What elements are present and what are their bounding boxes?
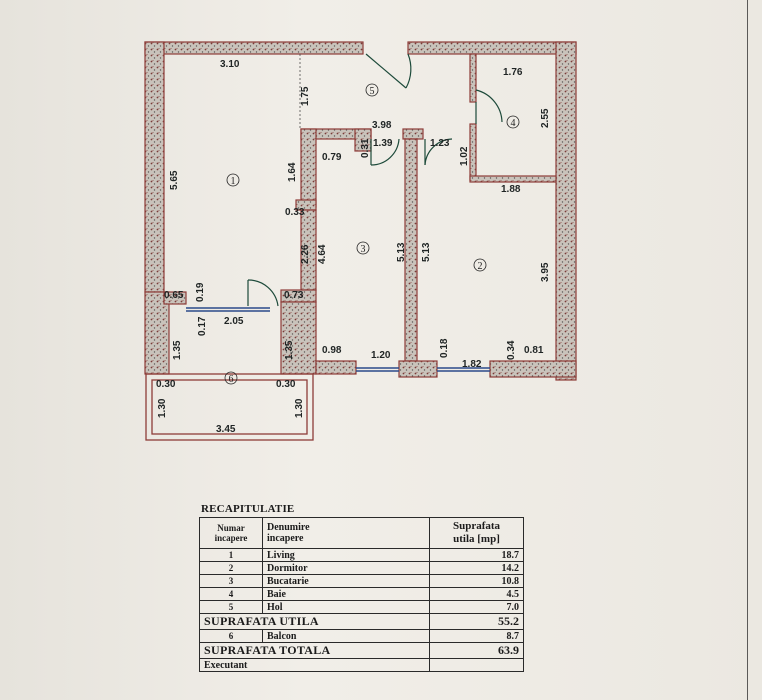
dimension-labels: 3.10 5.65 1.75 3.98 0.79 0.31 1.39 1.23 … xyxy=(156,59,551,435)
dim-label: 5.65 xyxy=(169,170,180,190)
dim-label: 5.13 xyxy=(421,242,432,262)
dim-label: 0.98 xyxy=(322,345,342,356)
room-number: 1 xyxy=(199,548,263,562)
room-name: Living xyxy=(262,548,430,562)
useful-area-row: SUPRAFATA UTILA 55.2 xyxy=(199,613,524,630)
dim-label: 4.64 xyxy=(317,244,328,264)
dim-label: 2.55 xyxy=(540,108,551,128)
dim-label: 1.64 xyxy=(287,162,298,182)
header-text: Suprafata xyxy=(452,520,501,532)
dim-label: 0.18 xyxy=(439,338,450,358)
dim-label: 0.79 xyxy=(322,152,342,163)
dim-label: 0.81 xyxy=(524,345,544,356)
room-area: 10.8 xyxy=(429,574,524,588)
room-name: Dormitor xyxy=(262,561,430,575)
room-number: 2 xyxy=(199,561,263,575)
room-area: 18.7 xyxy=(429,548,524,562)
room-number: 6 xyxy=(199,629,263,643)
dim-label: 3.10 xyxy=(220,59,240,70)
room-area: 8.7 xyxy=(429,629,524,643)
header-room-number: Numar incapere xyxy=(199,517,263,549)
room-area: 14.2 xyxy=(429,561,524,575)
table-row: 5 Hol 7.0 xyxy=(199,600,524,614)
dim-label: 0.17 xyxy=(197,316,208,336)
dim-label: 0.34 xyxy=(506,340,517,360)
dim-label: 0.30 xyxy=(276,379,296,390)
room-marker-3: 3 xyxy=(361,244,366,255)
room-number: 4 xyxy=(199,587,263,601)
room-name: Balcon xyxy=(262,629,430,643)
dim-label: 1.30 xyxy=(294,398,305,418)
total-area-value: 63.9 xyxy=(429,642,524,659)
useful-area-label: SUPRAFATA UTILA xyxy=(199,613,430,630)
executant-row: Executant xyxy=(199,658,524,672)
total-area-row: SUPRAFATA TOTALA 63.9 xyxy=(199,642,524,659)
dim-label: 1.88 xyxy=(501,184,521,195)
room-markers xyxy=(224,83,520,385)
room-area: 7.0 xyxy=(429,600,524,614)
dim-label: 1.35 xyxy=(284,340,295,360)
header-text: Denumire xyxy=(267,522,310,533)
dim-label: 0.33 xyxy=(285,207,305,218)
dim-label: 0.19 xyxy=(195,282,206,302)
executant-value xyxy=(429,658,524,672)
dim-label: 3.98 xyxy=(372,120,392,131)
recap-header-row: Numar incapere Denumire incapere Suprafa… xyxy=(199,517,524,549)
dim-label: 2.26 xyxy=(300,244,311,264)
dim-label: 1.35 xyxy=(172,340,183,360)
room-number: 5 xyxy=(199,600,263,614)
dim-label: 1.82 xyxy=(462,359,482,370)
recap-table: Numar incapere Denumire incapere Suprafa… xyxy=(199,517,524,672)
room-name: Bucatarie xyxy=(262,574,430,588)
table-row: 2 Dormitor 14.2 xyxy=(199,561,524,575)
dim-label: 0.31 xyxy=(360,138,371,158)
dim-label: 0.65 xyxy=(164,290,184,301)
room-area: 4.5 xyxy=(429,587,524,601)
dim-label: 1.02 xyxy=(459,146,470,166)
room-marker-5: 5 xyxy=(370,86,375,97)
table-row: 4 Baie 4.5 xyxy=(199,587,524,601)
executant-label: Executant xyxy=(199,658,430,672)
dim-label: 1.76 xyxy=(503,67,523,78)
useful-area-value: 55.2 xyxy=(429,613,524,630)
dim-label: 0.73 xyxy=(284,290,304,301)
dim-label: 0.30 xyxy=(156,379,176,390)
floor-plan: 1 2 3 4 5 6 3.10 5.65 1.75 3.98 0.79 0.3… xyxy=(144,41,577,441)
header-text: Numar xyxy=(217,523,245,533)
room-marker-6: 6 xyxy=(229,374,234,385)
total-area-label: SUPRAFATA TOTALA xyxy=(199,642,430,659)
windows xyxy=(186,307,490,372)
dim-label: 1.39 xyxy=(373,138,393,149)
sheet-border-line xyxy=(747,0,748,700)
door-swings xyxy=(247,53,503,307)
dim-label: 3.45 xyxy=(216,424,236,435)
header-useful-area: Suprafata utila [mp] xyxy=(429,517,524,549)
room-name: Hol xyxy=(262,600,430,614)
dim-label: 1.23 xyxy=(430,138,450,149)
dim-label: 1.30 xyxy=(157,398,168,418)
table-row: 1 Living 18.7 xyxy=(199,548,524,562)
header-text: incapere xyxy=(214,533,248,543)
table-row: 6 Balcon 8.7 xyxy=(199,629,524,643)
room-name: Baie xyxy=(262,587,430,601)
dim-label: 1.20 xyxy=(371,350,391,361)
dim-label: 3.95 xyxy=(540,262,551,282)
table-row: 3 Bucatarie 10.8 xyxy=(199,574,524,588)
header-room-name: Denumire incapere xyxy=(262,517,430,549)
walls xyxy=(144,41,577,381)
room-marker-4: 4 xyxy=(511,118,516,129)
dim-label: 5.13 xyxy=(396,242,407,262)
balcony-outline xyxy=(145,373,314,441)
recap-title: RECAPITULATIE xyxy=(201,503,295,515)
room-marker-2: 2 xyxy=(478,261,483,272)
dim-label: 2.05 xyxy=(224,316,244,327)
header-text: utila [mp] xyxy=(453,533,500,545)
room-marker-1: 1 xyxy=(231,176,236,187)
dim-label: 1.75 xyxy=(300,86,311,106)
room-number: 3 xyxy=(199,574,263,588)
header-text: incapere xyxy=(267,533,304,544)
